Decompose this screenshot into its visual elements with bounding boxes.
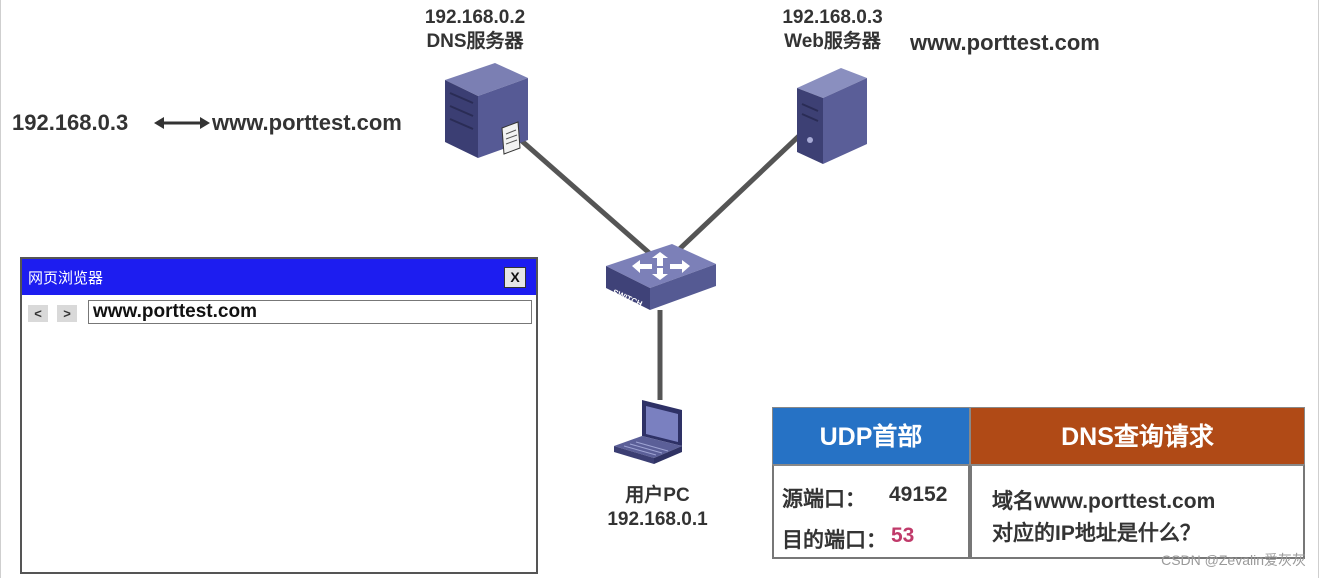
left-border <box>0 0 1 578</box>
udp-header-title: UDP首部 <box>772 407 970 465</box>
dns-query-cell: 域名www.porttest.com 对应的IP地址是什么？ <box>970 465 1305 559</box>
packet-diagram: UDP首部 DNS查询请求 源端口： 49152 目的端口： 53 域名www.… <box>772 407 1305 559</box>
back-button[interactable]: < <box>28 305 48 322</box>
src-port-label: 源端口： <box>782 488 866 511</box>
udp-header-cell: 源端口： 49152 目的端口： 53 <box>772 465 970 559</box>
src-port-value: 49152 <box>889 483 948 506</box>
dns-query-line1: 域名www.porttest.com <box>992 490 1216 513</box>
watermark: CSDN @Zevalin爱灰灰 <box>1161 552 1306 568</box>
address-bar[interactable]: www.porttest.com <box>88 300 532 324</box>
dns-record-domain: www.porttest.com <box>212 110 402 135</box>
web-server-ip: 192.168.0.3 <box>782 7 883 28</box>
dns-server-name: DNS服务器 <box>426 31 524 52</box>
dns-server-ip: 192.168.0.2 <box>424 7 526 28</box>
laptop-icon <box>614 400 682 464</box>
browser-title: 网页浏览器 <box>28 270 104 287</box>
link-web-switch <box>668 133 802 260</box>
bidirectional-arrow-icon <box>154 117 210 129</box>
dst-port-label: 目的端口： <box>782 529 887 552</box>
user-pc-label: 用户PC 192.168.0.1 <box>590 484 725 532</box>
link-dns-switch <box>513 133 657 260</box>
web-server-domain: www.porttest.com <box>910 30 1100 55</box>
switch-icon: SWITCH <box>606 244 716 310</box>
browser-window: 网页浏览器 X < > www.porttest.com <box>20 257 538 574</box>
browser-titlebar: 网页浏览器 X <box>22 259 536 295</box>
web-server-label: 192.168.0.3 Web服务器 <box>765 6 900 54</box>
dns-query-line2: 对应的IP地址是什么？ <box>992 522 1201 545</box>
dns-server-label: 192.168.0.2 DNS服务器 <box>410 6 540 54</box>
web-server-name: Web服务器 <box>784 31 881 52</box>
forward-button[interactable]: > <box>57 305 77 322</box>
dns-record-ip: 192.168.0.3 <box>12 110 129 135</box>
dns-server-icon <box>445 63 528 158</box>
close-button[interactable]: X <box>504 267 526 288</box>
user-pc-ip: 192.168.0.1 <box>607 509 708 530</box>
right-border <box>1318 0 1319 578</box>
user-pc-name: 用户PC <box>625 485 690 506</box>
dns-query-title: DNS查询请求 <box>970 407 1305 465</box>
dst-port-value: 53 <box>891 524 915 547</box>
web-server-icon <box>797 68 867 164</box>
